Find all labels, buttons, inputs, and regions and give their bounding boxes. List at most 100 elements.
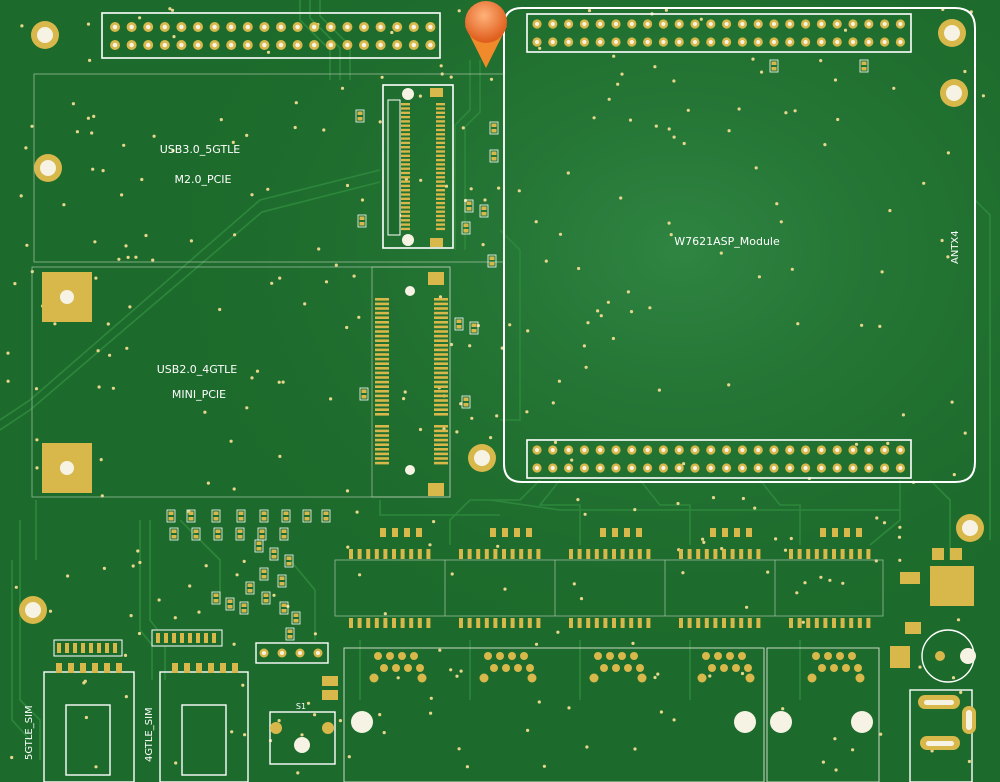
smd-resistor (490, 528, 496, 537)
sim-pin (65, 643, 69, 653)
via (616, 82, 620, 86)
via (396, 676, 400, 680)
m2-pad (401, 137, 410, 140)
via (875, 516, 879, 520)
magnetics-pad (374, 549, 379, 559)
mounting-holes (19, 19, 984, 624)
via (819, 59, 823, 63)
smd-part-outline (291, 611, 301, 625)
sim-pin (204, 633, 208, 643)
magnetics-pad (510, 618, 515, 628)
header-pin (724, 21, 729, 27)
m2-pad (436, 107, 445, 110)
via (449, 668, 453, 672)
header-pin (756, 39, 761, 45)
via (229, 439, 233, 443)
header-pin (245, 24, 251, 30)
header-pin (835, 465, 840, 471)
via (892, 86, 896, 90)
via (879, 732, 883, 736)
via (612, 54, 616, 58)
via (6, 351, 10, 355)
via (457, 747, 461, 751)
header-pin (361, 24, 367, 30)
header-pin (278, 42, 284, 48)
magnetics-pad (646, 549, 651, 559)
m2-pad (401, 189, 410, 192)
mpcie-pad (375, 408, 389, 411)
via (306, 701, 311, 705)
header-pin (179, 24, 184, 30)
m2-pad (401, 111, 410, 114)
via (91, 167, 95, 171)
smd-part-outline (454, 317, 464, 331)
sim-pin (156, 633, 160, 643)
smd-pad (259, 535, 265, 539)
smd-part-outline (191, 527, 201, 541)
header-pin (661, 39, 666, 45)
smd-resistor (856, 528, 862, 537)
rj45-pin (637, 673, 647, 683)
mpcie-pad (434, 339, 448, 342)
via (84, 715, 88, 720)
via (851, 748, 855, 752)
location-pin-icon[interactable] (465, 1, 507, 68)
rj45-pin (527, 673, 537, 683)
via (930, 749, 934, 753)
rj45-jack-block (343, 647, 880, 782)
via (111, 386, 115, 390)
magnetics-pad (823, 549, 828, 559)
rj45-pin (624, 664, 632, 672)
header-pin (129, 24, 134, 30)
via (455, 674, 459, 678)
magnetics-pad (789, 618, 793, 628)
smd-pad (456, 319, 462, 323)
smd-part-outline (211, 509, 221, 523)
mpcie-pad (434, 380, 448, 384)
header-pin (428, 42, 433, 48)
header-pin (566, 465, 571, 471)
sim-pin (196, 633, 200, 643)
smd-part-outline (279, 601, 289, 615)
via (489, 77, 494, 81)
rj45-pin (714, 652, 722, 660)
mpcie-pad (434, 307, 448, 310)
via (241, 683, 245, 687)
header-pin (613, 21, 619, 27)
via (596, 309, 600, 313)
via (250, 376, 254, 380)
magnetics-pad (374, 618, 379, 628)
rj45-pin (520, 652, 528, 660)
via (402, 397, 406, 401)
sim-pin (57, 643, 61, 653)
via (10, 755, 14, 760)
via (131, 564, 135, 568)
smd-part-outline (302, 509, 312, 523)
via (620, 72, 624, 76)
smd-pad (241, 603, 247, 607)
header-pin (582, 465, 587, 471)
via (843, 28, 848, 32)
header-pin (661, 465, 666, 471)
header-pin (819, 465, 824, 471)
via (97, 385, 101, 389)
header-pin (613, 447, 619, 453)
smd-pad (256, 541, 262, 545)
via (754, 166, 758, 170)
header-pin (803, 21, 808, 27)
via (686, 108, 690, 112)
smd-pad (261, 511, 267, 515)
smd-pad (256, 547, 262, 551)
smd-pad (238, 517, 244, 521)
via (967, 759, 972, 764)
via (682, 462, 686, 466)
rj45-pin (842, 664, 850, 672)
magnetics-pad (400, 549, 405, 559)
magnetics-pad (594, 618, 599, 628)
smd-resistor (820, 528, 826, 537)
via (123, 653, 128, 658)
smd-pad (357, 111, 363, 115)
header-pin (262, 24, 267, 30)
rj45-pin (380, 664, 388, 672)
